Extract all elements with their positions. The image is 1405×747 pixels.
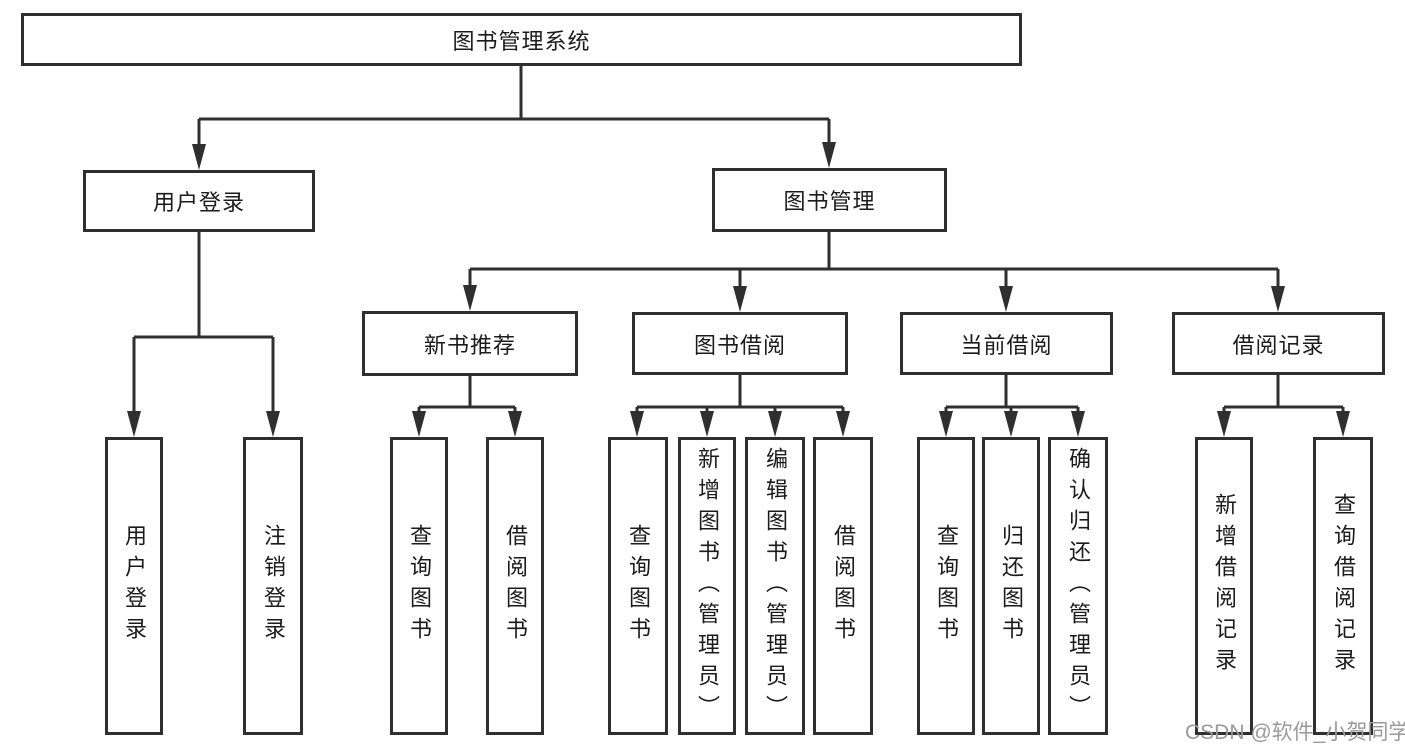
node-label: 当前借阅 [960,332,1053,358]
node-add-borrow-record: 新增借阅记录 [1195,437,1253,735]
connector-bookmgmt-to-level3 [463,232,1285,312]
node-borrow-books-borrowing: 借阅图书 [813,437,873,735]
node-borrowing-records: 借阅记录 [1172,312,1385,375]
node-label: 新增借阅记录 [1212,493,1237,679]
node-edit-books-admin: 编辑图书（管理员） [745,437,805,735]
node-query-books-current: 查询图书 [917,437,975,735]
node-label: 注销登录 [261,524,286,648]
node-label: 借阅记录 [1232,332,1325,358]
node-confirm-return-admin: 确认归还（管理员） [1048,437,1108,735]
connector-current-to-leaves [939,375,1085,437]
node-label: 查询图书 [626,524,651,648]
node-user-login-group: 用户登录 [83,170,315,232]
node-label: 用户登录 [122,524,147,648]
connector-root-to-level2 [192,66,836,170]
node-root-system: 图书管理系统 [21,13,1022,66]
node-query-borrow-record: 查询借阅记录 [1313,437,1373,735]
node-query-books-newbook: 查询图书 [390,437,448,735]
node-user-login: 用户登录 [105,437,163,735]
node-return-books: 归还图书 [982,437,1040,735]
node-label: 确认归还（管理员） [1066,446,1091,726]
node-label: 新增图书（管理员） [695,446,720,726]
connector-newbook-to-leaves [412,376,522,437]
node-label: 查询借阅记录 [1331,493,1356,679]
node-label: 图书借阅 [693,332,786,358]
node-logout: 注销登录 [243,437,303,735]
node-borrow-books-newbook: 借阅图书 [486,437,544,735]
node-book-borrowing: 图书借阅 [632,312,848,375]
connector-borrowing-to-leaves [630,375,850,437]
node-root-label: 图书管理系统 [452,28,591,54]
node-label: 借阅图书 [503,524,528,648]
connector-records-to-leaves [1217,375,1350,437]
node-label: 归还图书 [999,524,1024,648]
node-add-books-admin: 新增图书（管理员） [678,437,736,735]
node-current-borrowing: 当前借阅 [900,312,1113,375]
node-label: 用户登录 [152,190,245,215]
node-label: 借阅图书 [831,524,856,648]
node-label: 查询图书 [407,524,432,648]
csdn-watermark: CSDN @软件_小贺同学 [1185,721,1405,744]
node-book-management: 图书管理 [712,168,947,232]
node-label: 新书推荐 [423,332,516,358]
node-label: 编辑图书（管理员） [763,446,788,726]
node-label: 查询图书 [934,524,959,648]
connector-login-to-leaves [127,232,280,437]
node-new-book-recommend: 新书推荐 [362,311,578,376]
node-query-books-borrowing: 查询图书 [608,437,668,735]
node-label: 图书管理 [783,189,876,214]
